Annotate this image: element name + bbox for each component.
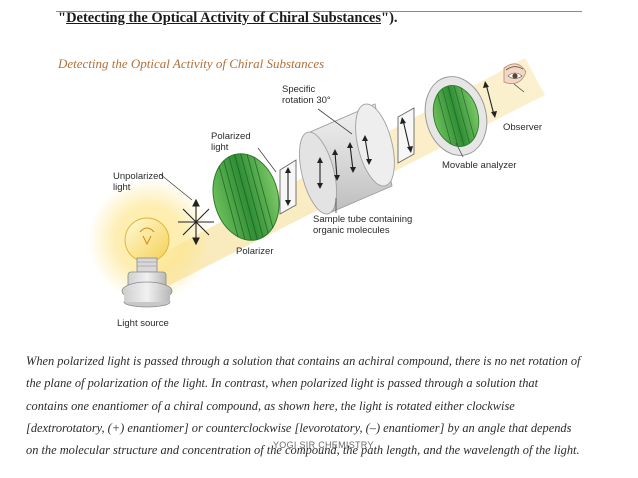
polarized-light-pane	[279, 159, 297, 215]
movable-analyzer-label: Movable analyzer	[442, 160, 517, 171]
analyzer-pointer	[455, 142, 464, 158]
specific-rotation-pointer	[317, 108, 353, 135]
sample-tube-label-line1: Sample tube containing	[313, 214, 413, 225]
sample-tube-label-line2: organic molecules	[313, 225, 390, 236]
polarized-label-line2: light	[211, 142, 229, 153]
top-divider	[56, 11, 582, 12]
watermark: YOGI SIR CHEMISTRY	[273, 440, 374, 450]
light-bulb-icon	[121, 217, 173, 308]
caption-line: [dextrorotatory, (+) enantiomer] or coun…	[26, 420, 572, 435]
header-link-line: "Detecting the Optical Activity of Chira…	[58, 10, 398, 27]
rotated-light-pane	[397, 107, 415, 164]
unpolarized-light-icon	[178, 198, 214, 246]
unpolarized-label-line1: Unpolarized	[113, 171, 164, 182]
header-link[interactable]: Detecting the Optical Activity of Chiral…	[66, 10, 382, 26]
open-quote: "	[58, 10, 67, 26]
caption-line: contains one enantiomer of a chiral comp…	[26, 398, 515, 413]
figure-caption: When polarized light is passed through a…	[26, 350, 626, 461]
polarized-label-line1: Polarized	[211, 131, 251, 142]
polarized-pointer	[257, 147, 277, 173]
observer-label: Observer	[503, 122, 543, 133]
polarizer-label: Polarizer	[236, 246, 274, 257]
specific-rotation-label-line1: Specific	[282, 84, 316, 95]
figure-title: Detecting the Optical Activity of Chiral…	[58, 56, 325, 71]
sample-tube	[298, 103, 395, 215]
light-source-label: Light source	[117, 318, 169, 329]
caption-line: When polarized light is passed through a…	[26, 354, 581, 368]
close-quote: ").	[381, 10, 398, 26]
observed-light-pane	[483, 81, 497, 118]
unpolarized-label-line2: light	[113, 182, 131, 193]
observer-pointer	[513, 83, 525, 93]
movable-analyzer	[424, 76, 488, 156]
polarizer-disc	[212, 153, 280, 241]
caption-line: on the molecular structure and concentra…	[26, 443, 580, 458]
unpolarized-pointer	[159, 173, 193, 201]
caption-line: the plane of polarization of the light. …	[26, 376, 539, 391]
specific-rotation-label-line2: rotation 30°	[282, 95, 331, 106]
observer-eye-icon	[503, 63, 527, 85]
